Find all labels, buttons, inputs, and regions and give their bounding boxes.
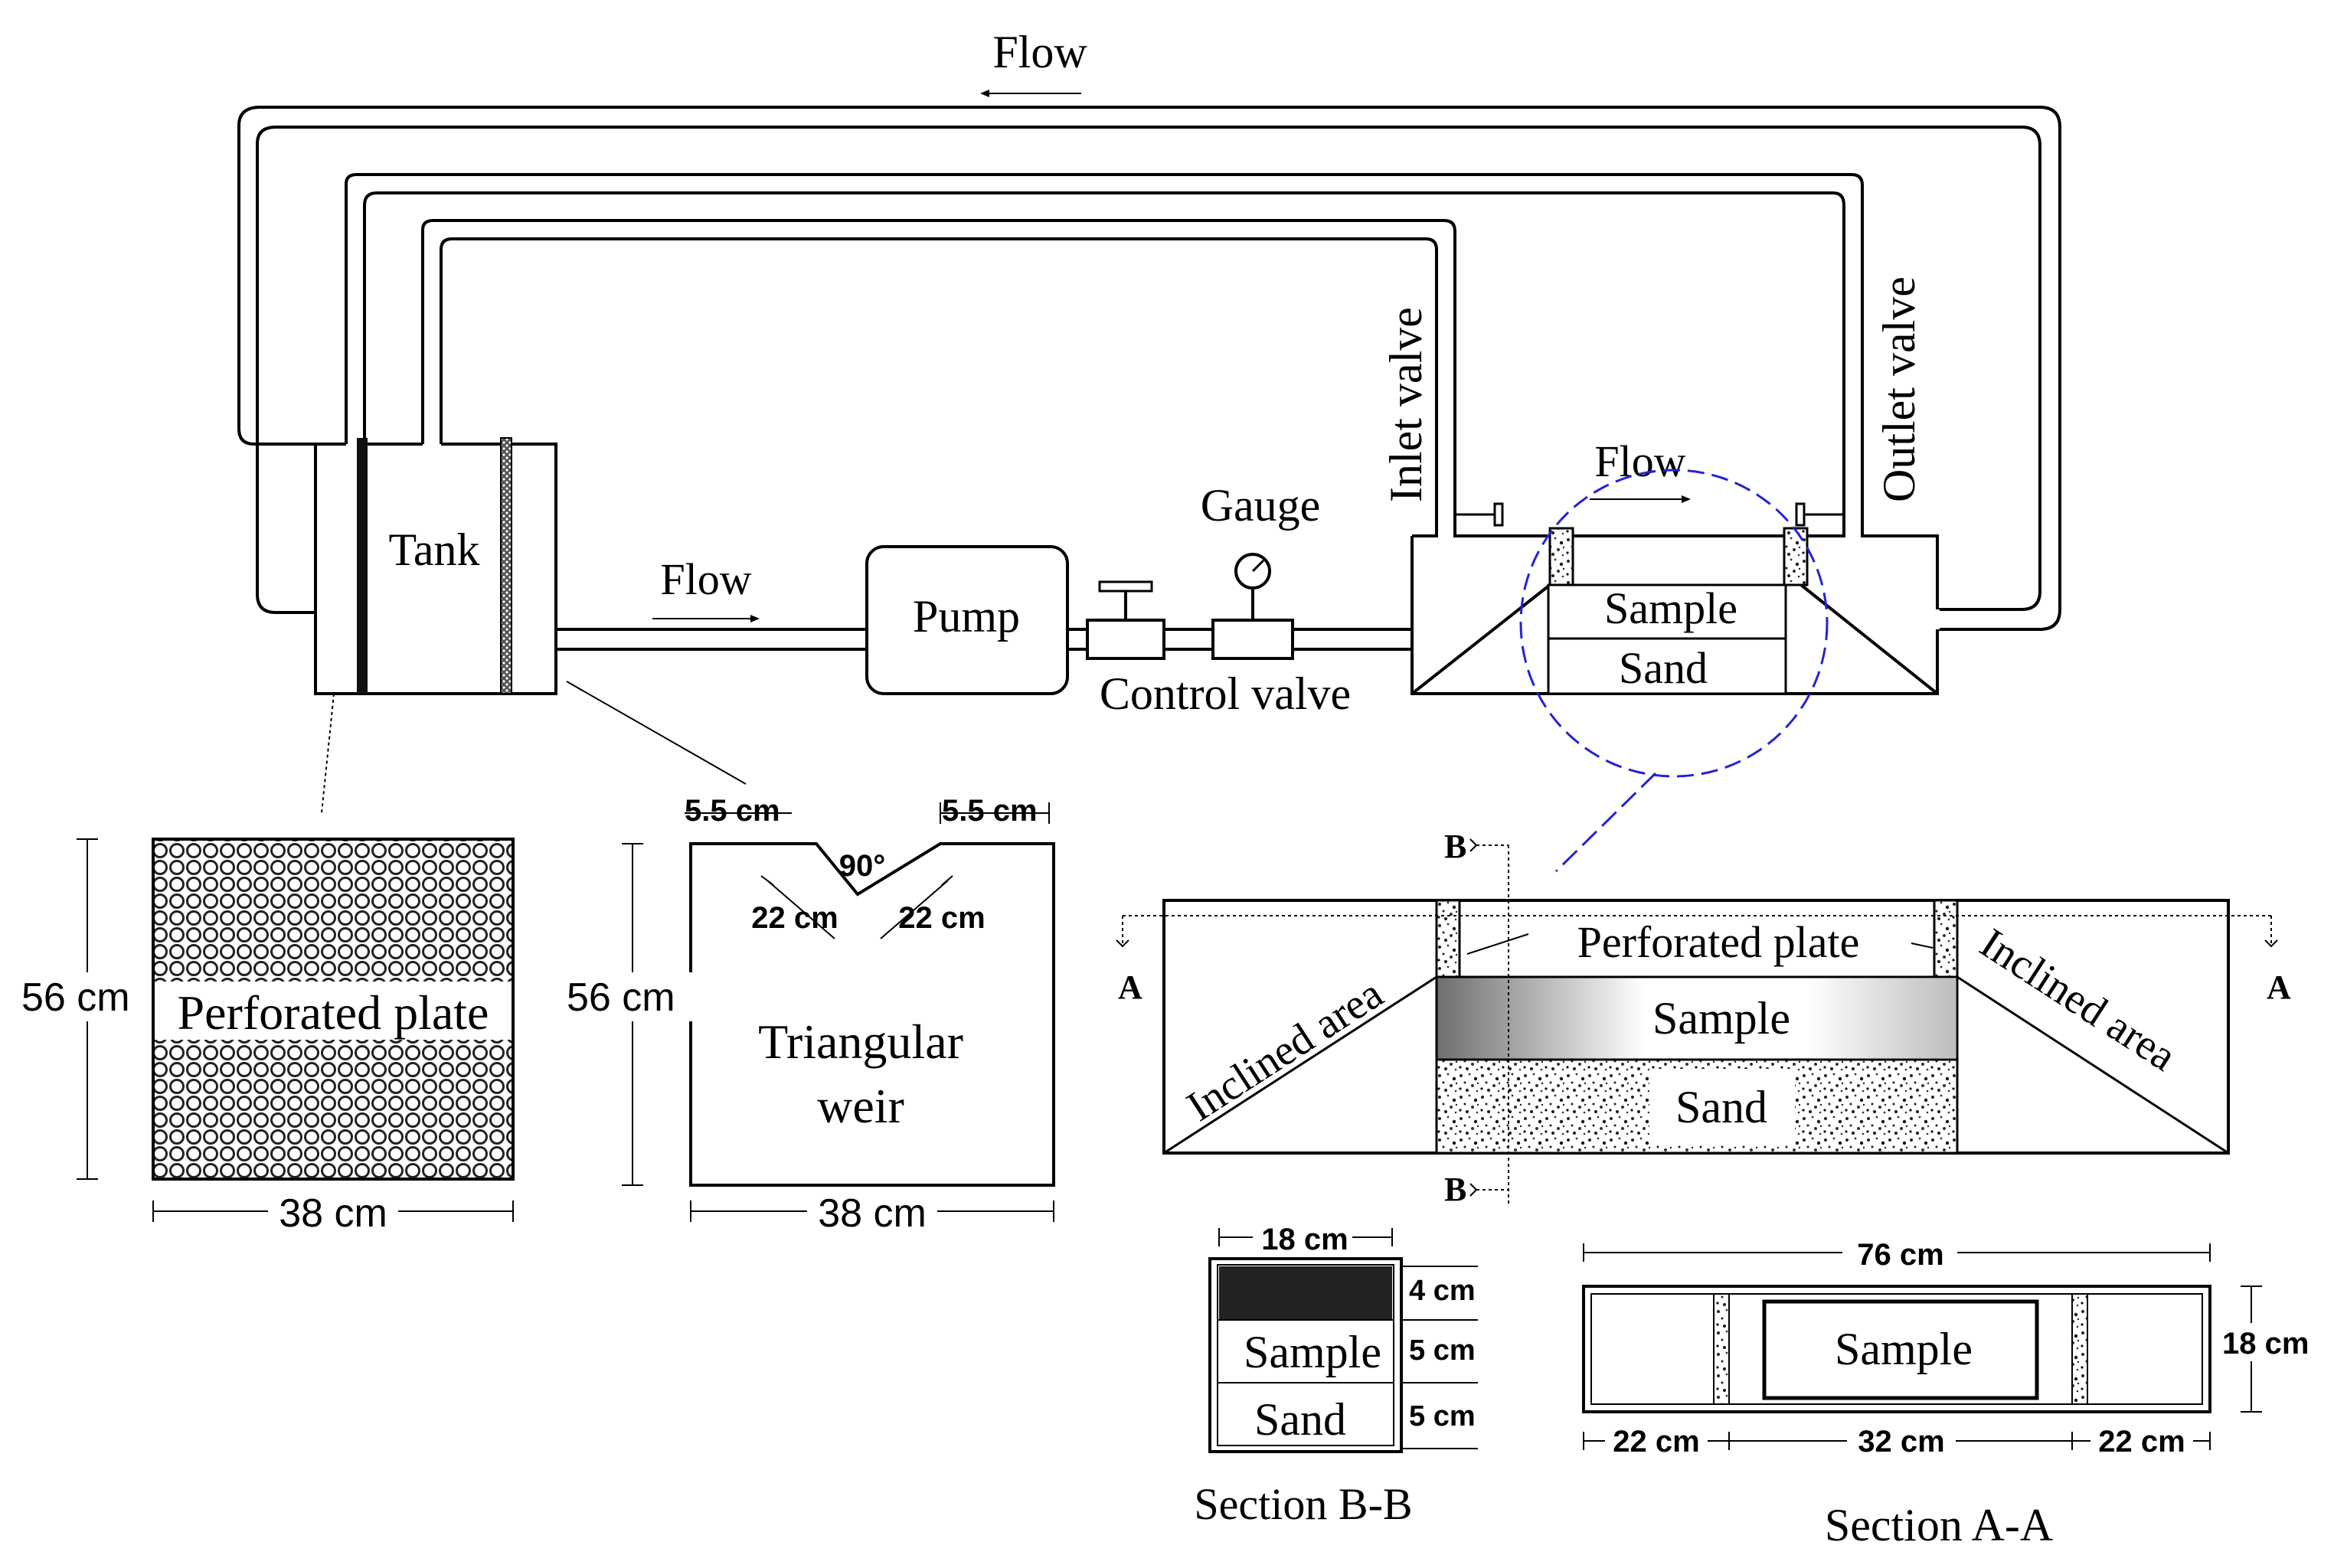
flow-arrow-pipe [652, 615, 760, 622]
aa-height-label: 18 cm [2222, 1327, 2309, 1361]
test-box: Sample Sand [1411, 487, 1940, 695]
detail-leader [1554, 772, 1657, 873]
pump-label: Pump [913, 591, 1020, 642]
box-plate-right [1783, 527, 1809, 586]
flow-label-top: Flow [992, 27, 1087, 77]
box-sand-label: Sand [1619, 643, 1708, 693]
pump [865, 545, 1069, 695]
plate-height-label: 56 cm [21, 975, 130, 1020]
aa-sample-label: Sample [1835, 1324, 1973, 1374]
box-sample-label: Sample [1604, 583, 1737, 633]
bb-width-label: 18 cm [1261, 1223, 1348, 1256]
triangular-weir-detail: 56 cm 38 cm 5.5 cm 5.5 cm 90° 22 cm 22 c… [564, 794, 1055, 1236]
flow-arrow-box [1590, 495, 1691, 503]
box-plate-left [1548, 527, 1574, 586]
bb-h3-label: 5 cm [1409, 1400, 1476, 1432]
flow-arrow-top [980, 90, 1081, 97]
weir-label-line2: weir [817, 1079, 904, 1133]
aa-length-label: 76 cm [1857, 1238, 1943, 1272]
leader-weir [566, 681, 747, 785]
marker-a-left: A [1118, 969, 1142, 1006]
section-plate-left [1435, 899, 1461, 978]
control-valve-label: Control valve [1100, 668, 1351, 719]
section-aa: Sample 76 cm 18 cm 22 cm 32 cm 22 cm Sec… [1582, 1234, 2325, 1550]
section-bb: Sample Sand 18 cm 4 cm 5 cm 5 cm Section… [1194, 1217, 1478, 1529]
section-bb-title: Section B-B [1194, 1479, 1412, 1529]
section-aa-title: Section A-A [1825, 1500, 2053, 1550]
cross-section-detail: Perforated plate Sample Sand Inclined ar… [1116, 828, 2291, 1208]
plate-label: Perforated plate [178, 985, 489, 1040]
weir-label-line1: Triangular [758, 1014, 963, 1069]
tank-triangular-weir [500, 437, 512, 694]
aa-plate-left [1713, 1293, 1730, 1405]
weir-side-left-label: 22 cm [751, 901, 838, 935]
flow-label-box: Flow [1594, 436, 1685, 486]
aa-plate-right [2071, 1293, 2088, 1405]
bb-h1-label: 4 cm [1409, 1275, 1476, 1307]
bb-h2-label: 5 cm [1409, 1334, 1476, 1367]
weir-top-left-label: 5.5 cm [685, 794, 780, 828]
marker-b-bottom: B [1444, 1171, 1466, 1208]
detail-circle [1519, 469, 1829, 778]
inlet-valve [1455, 502, 1504, 527]
weir-side-right-label: 22 cm [898, 901, 985, 935]
inlet-valve-label: Inlet valve [1381, 307, 1431, 502]
section-sample-label: Sample [1652, 993, 1790, 1044]
aa-sample-box [1762, 1299, 2039, 1400]
aa-left-label: 22 cm [1613, 1425, 1699, 1459]
leader-plate [321, 693, 335, 814]
pipe-loops [237, 106, 2061, 631]
outlet-valve-label: Outlet valve [1874, 276, 1924, 502]
gauge [1211, 553, 1294, 660]
section-perforated-plate-label: Perforated plate [1577, 917, 1860, 967]
aa-middle-label: 32 cm [1858, 1425, 1944, 1459]
gauge-label: Gauge [1201, 480, 1321, 531]
tank-perforated-plate [357, 438, 368, 694]
marker-b-top: B [1444, 828, 1466, 865]
outlet-valve [1795, 502, 1844, 527]
weir-width-label: 38 cm [818, 1191, 927, 1236]
tank: Tank [314, 437, 557, 695]
section-plate-right [1933, 899, 1959, 978]
plate-width-label: 38 cm [279, 1191, 387, 1236]
marker-a-right: A [2267, 969, 2291, 1006]
flow-label-pipe: Flow [660, 554, 751, 604]
tank-label: Tank [388, 524, 479, 575]
bb-sand-label: Sand [1254, 1394, 1346, 1445]
weir-top-right-label: 5.5 cm [942, 794, 1038, 828]
perforated-plate-detail: Perforated plate 56 cm 38 cm [15, 838, 515, 1236]
bb-sample-label: Sample [1244, 1327, 1381, 1377]
weir-height-label: 56 cm [567, 975, 675, 1020]
control-valve [1086, 580, 1165, 660]
section-sand-label: Sand [1675, 1082, 1767, 1132]
weir-angle-label: 90° [839, 849, 886, 883]
aa-right-label: 22 cm [2098, 1425, 2185, 1459]
